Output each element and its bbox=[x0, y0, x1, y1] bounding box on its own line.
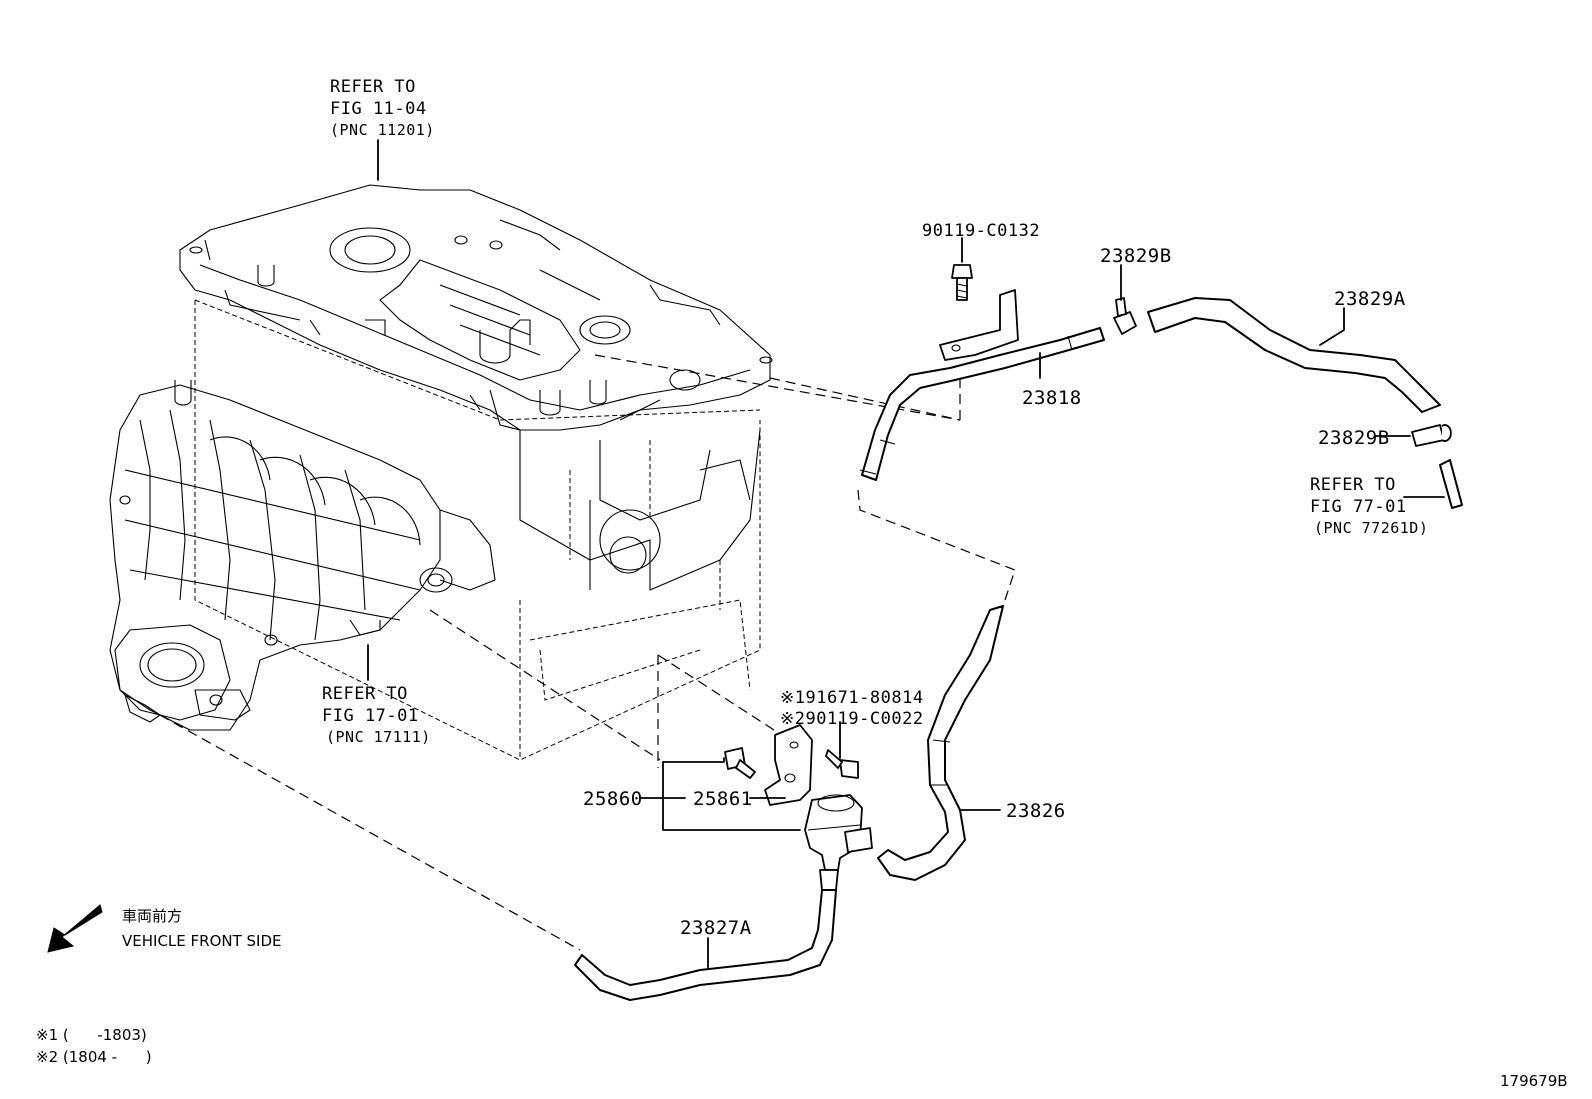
leader-lines bbox=[367, 139, 1445, 969]
pipe-23818 bbox=[859, 289, 1105, 481]
valve-25861 bbox=[764, 724, 873, 891]
clip-23829b-top bbox=[1113, 297, 1137, 335]
ref-head-line1: REFER TO bbox=[330, 77, 416, 97]
ref-head-line2: FIG 11-04 bbox=[330, 99, 427, 119]
hose-23826 bbox=[877, 605, 1004, 881]
label-bolt-var1: ※191671-80814 bbox=[780, 688, 924, 708]
callout-ref-fig77: REFER TO FIG 77-01 (PNC 77261D) bbox=[1310, 475, 1428, 537]
label-bolt-top: 90119-C0132 bbox=[922, 221, 1040, 241]
vehicle-front-arrow-icon bbox=[47, 904, 103, 953]
pipe-fig77 bbox=[1439, 459, 1463, 509]
intake-manifold bbox=[109, 380, 496, 731]
ref-intake-line1: REFER TO bbox=[322, 684, 408, 704]
hose-23829a bbox=[1147, 297, 1441, 413]
label-clip-side: 23829B bbox=[1318, 427, 1390, 449]
ref-fig77-line2: FIG 77-01 bbox=[1310, 497, 1407, 517]
note-1: ※1 ( -1803) bbox=[36, 1026, 147, 1044]
clip-23829b-side bbox=[1411, 424, 1452, 447]
direction-jp: 車両前方 bbox=[122, 907, 182, 925]
ref-intake-pnc: (PNC 17111) bbox=[326, 728, 431, 746]
label-clip-top: 23829B bbox=[1100, 245, 1172, 267]
ref-head-pnc: (PNC 11201) bbox=[330, 121, 435, 139]
cylinder-head-cover bbox=[179, 184, 773, 591]
bolt-90119-c0022 bbox=[825, 749, 859, 779]
direction-en: VEHICLE FRONT SIDE bbox=[122, 932, 282, 950]
label-pipe: 23818 bbox=[1022, 387, 1082, 409]
bolt-91671-80814 bbox=[724, 747, 756, 779]
hose-23827a bbox=[574, 889, 837, 1001]
ref-fig77-line1: REFER TO bbox=[1310, 475, 1396, 495]
callout-ref-intake: REFER TO FIG 17-01 (PNC 17111) bbox=[322, 684, 431, 746]
label-hose-lower: 23827A bbox=[680, 917, 752, 939]
label-hose-upper: 23829A bbox=[1334, 288, 1406, 310]
engine-block-outline bbox=[194, 299, 761, 761]
label-valve-assy: 25860 bbox=[583, 788, 643, 810]
ref-fig77-pnc: (PNC 77261D) bbox=[1314, 519, 1428, 537]
figure-id: 179679B bbox=[1500, 1072, 1568, 1090]
callout-ref-head: REFER TO FIG 11-04 (PNC 11201) bbox=[330, 77, 435, 139]
label-bolt-var2: ※290119-C0022 bbox=[780, 709, 924, 729]
label-valve: 25861 bbox=[693, 788, 753, 810]
ref-intake-line2: FIG 17-01 bbox=[322, 706, 419, 726]
note-2: ※2 (1804 - ) bbox=[36, 1048, 152, 1066]
label-hose-mid: 23826 bbox=[1006, 800, 1066, 822]
bolt-90119-c0132 bbox=[951, 264, 973, 301]
